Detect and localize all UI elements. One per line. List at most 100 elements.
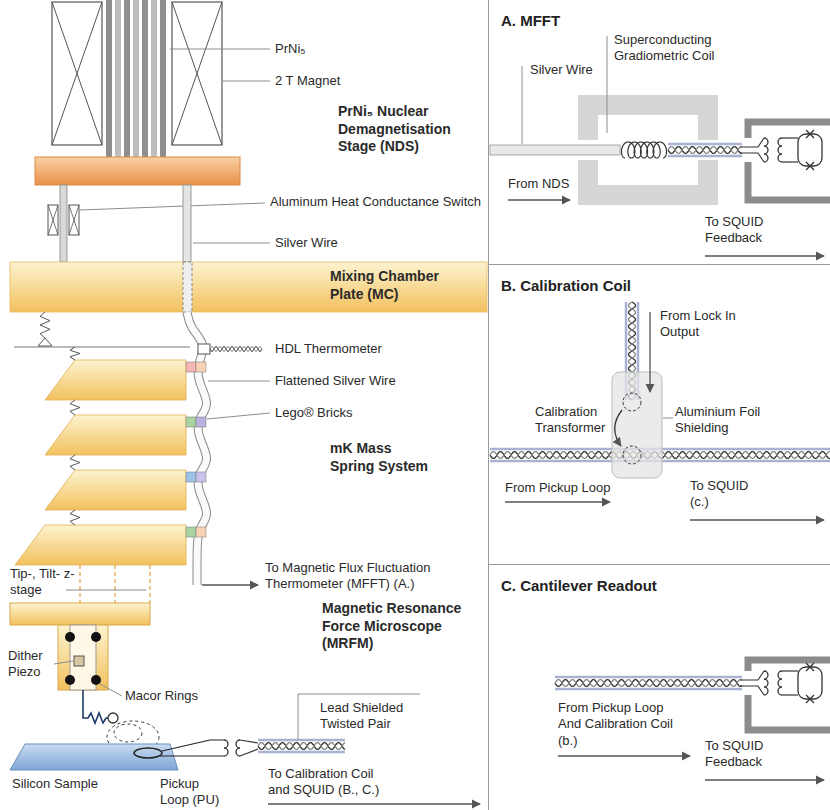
mass-spring-system (14, 347, 190, 348)
silicon-sample (10, 744, 178, 770)
magnet-coil (172, 2, 222, 145)
twisted-pair (668, 147, 742, 154)
part-label: Pickup Loop (PU) (160, 776, 230, 809)
lego-brick (196, 472, 206, 482)
leader-line (663, 418, 673, 419)
spring (70, 510, 80, 525)
silver-wire (183, 185, 270, 262)
squid-readout (782, 137, 798, 138)
leader-line (193, 243, 270, 244)
part-label: HDL Thermometer (275, 341, 382, 357)
transformer-coil (778, 671, 782, 695)
leader-line (66, 590, 146, 591)
part-label: Lego® Bricks (275, 405, 353, 421)
signal-arrow (649, 312, 650, 392)
part-label: Silver Wire (530, 62, 593, 78)
heat-switch (69, 205, 79, 235)
part-label: To SQUID Feedback (705, 738, 805, 771)
twisted-pair (668, 155, 742, 158)
part-label: To SQUID (c.) (690, 478, 770, 511)
panel-heading: C. Cantilever Readout (489, 565, 830, 594)
mass-spring-system (14, 312, 270, 585)
heat-switch (69, 205, 79, 235)
transformer-coil (236, 740, 240, 756)
squid-shield (748, 660, 830, 730)
macor-ring (91, 675, 101, 685)
prni5-rod (160, 0, 166, 157)
signal-arrow (505, 501, 610, 502)
transformer-coil (764, 671, 768, 695)
leader-line (522, 66, 523, 144)
squid-readout (740, 671, 764, 680)
calibration-loop (623, 446, 641, 464)
josephson-junction (806, 162, 814, 170)
part-label: Silver Wire (275, 235, 338, 251)
stage-guide (79, 565, 80, 603)
mass-plate (15, 525, 186, 565)
mass-plate (45, 360, 186, 400)
mixing-chamber-plate (10, 262, 487, 312)
stage-guide (114, 565, 115, 603)
hdl-thermometer (210, 347, 262, 352)
z-stage (10, 603, 150, 625)
prni5-rod (124, 0, 130, 157)
holder (58, 625, 108, 690)
silver-wire (183, 185, 191, 262)
josephson-junction (806, 663, 814, 671)
josephson-junction (806, 162, 814, 170)
mixing-chamber-plate (183, 262, 192, 312)
twisted-pair (258, 743, 345, 750)
transformer-coil (764, 138, 768, 162)
heat-switch (48, 205, 58, 235)
leader-line (298, 694, 420, 739)
panel-box: C. Cantilever Readout (488, 565, 830, 810)
part-label: mK Mass Spring System (330, 440, 435, 475)
dither-piezo (74, 656, 84, 666)
spring (70, 455, 80, 470)
twisted-pair (668, 147, 742, 154)
coupling-arrow (615, 410, 622, 446)
squid-loop (798, 134, 822, 166)
spring (70, 347, 80, 360)
josephson-junction (806, 130, 814, 138)
squid-readout (740, 153, 764, 162)
magnet-coil (52, 2, 102, 145)
part-label: Magnetic Resonance Force Microscope (MRF… (322, 600, 474, 653)
part-label: Mixing Chamber Plate (MC) (330, 268, 465, 303)
squid-readout (740, 138, 764, 147)
leader-line (170, 49, 270, 50)
spring (70, 400, 80, 415)
part-label: Macor Rings (125, 688, 198, 704)
magnetic-tip (108, 713, 118, 723)
foil-shielding (612, 372, 662, 478)
josephson-junction (806, 130, 814, 138)
panel-heading: B. Calibration Coil (489, 265, 830, 294)
part-label: Aluminum Heat Conductance Switch (270, 194, 481, 210)
field-line (114, 724, 142, 742)
squid-loop (798, 667, 822, 699)
lego-brick (196, 527, 206, 537)
twisted-pair (258, 739, 345, 742)
squid-readout (740, 660, 830, 730)
mixing-chamber-plate (10, 262, 487, 312)
part-label: To Magnetic Flux Fluctuation Thermometer… (265, 560, 450, 593)
twisted-pair (555, 688, 742, 691)
mrfm-head (10, 565, 480, 804)
part-label: 2 T Magnet (275, 73, 340, 89)
spring (40, 312, 50, 338)
josephson-junction (806, 663, 814, 671)
transformer-coil (778, 138, 782, 162)
lego-brick (186, 527, 196, 537)
stage-guide (149, 565, 150, 603)
squid-readout (740, 686, 764, 695)
signal-arrow (508, 199, 570, 200)
calibration-illustration (490, 302, 830, 520)
leader-line (207, 413, 270, 419)
part-label: Calibration Transformer (535, 404, 611, 437)
macor-ring (65, 675, 75, 685)
gradiometric-coil (621, 142, 666, 158)
signal-arrow (705, 779, 824, 780)
magnet-coil (52, 2, 102, 145)
part-label: From Lock In Output (660, 308, 745, 341)
part-label: To Calibration Coil and SQUID (B., C.) (268, 766, 393, 799)
